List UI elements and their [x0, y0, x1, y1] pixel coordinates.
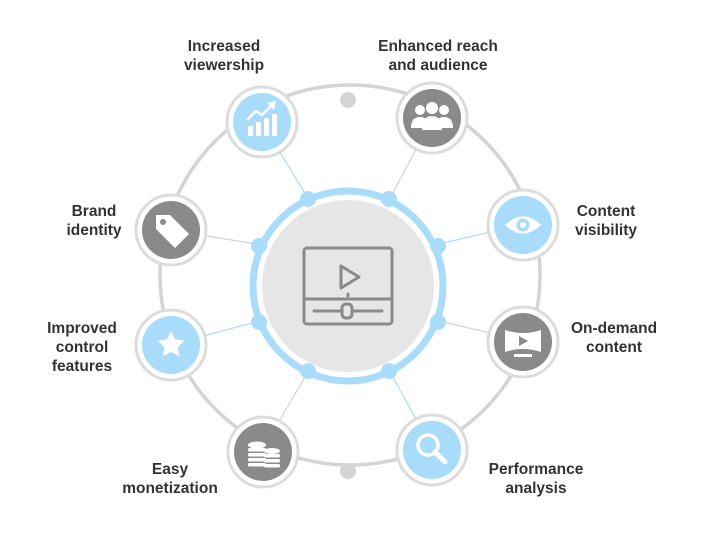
ring-dot-top: [340, 92, 356, 108]
curved-screen-icon: [505, 330, 541, 357]
label-brand-identity: Brand identity: [66, 203, 122, 239]
hub: [249, 187, 447, 385]
label-on-demand-content: On-demand content: [570, 320, 658, 356]
eye-icon: [505, 216, 541, 234]
magnifier-icon: [416, 433, 448, 465]
label-increased-viewership: Increased viewership: [183, 38, 265, 74]
node-easy-monetization: [226, 415, 300, 489]
price-tag-icon: [156, 215, 189, 248]
growth-chart-icon: [246, 101, 277, 136]
ring-dot-bottom: [340, 463, 356, 479]
label-easy-monetization: Easy monetization: [122, 461, 218, 497]
node-increased-viewership: [225, 85, 299, 159]
node-improved-control: [134, 308, 208, 382]
video-player-icon: [302, 246, 394, 326]
star-icon: [157, 331, 185, 357]
audience-group-icon: [411, 102, 453, 130]
label-enhanced-reach: Enhanced reach and audience: [378, 38, 498, 74]
label-content-visibility: Content visibility: [574, 203, 638, 239]
label-improved-control: Improved control features: [47, 320, 117, 375]
node-performance-analysis: [395, 413, 469, 487]
label-performance-analysis: Performance analysis: [488, 461, 584, 497]
node-enhanced-reach: [395, 81, 469, 155]
node-brand-identity: [134, 193, 208, 267]
node-on-demand-content: [486, 305, 560, 379]
node-content-visibility: [486, 188, 560, 262]
coin-stack-icon: [248, 441, 280, 468]
